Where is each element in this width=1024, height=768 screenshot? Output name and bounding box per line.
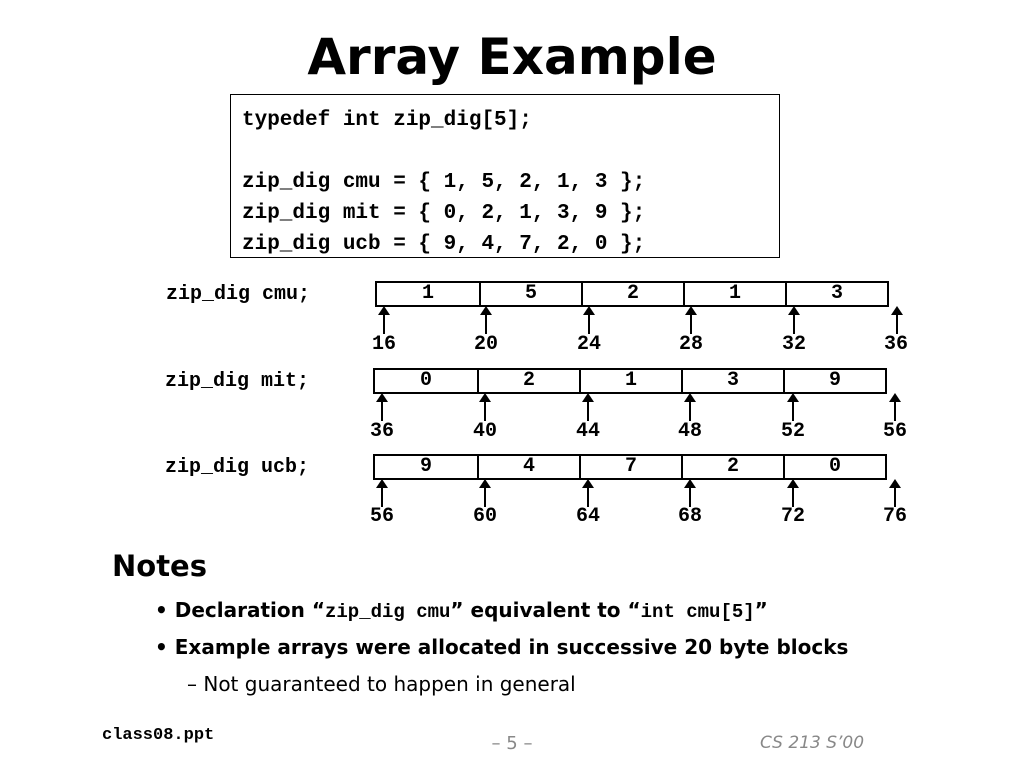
pointer-arrow <box>582 479 594 507</box>
footer-course: CS 213 S’00 <box>760 733 865 753</box>
array-cells: 9 4 7 2 0 <box>373 454 887 480</box>
pointer-arrow <box>583 306 595 334</box>
address-label: 52 <box>780 420 805 443</box>
bullet-allocation: • Example arrays were allocated in succe… <box>155 635 848 659</box>
pointer-arrow <box>787 479 799 507</box>
address-label: 76 <box>882 505 907 528</box>
array-cell: 3 <box>785 283 887 305</box>
slide-title: Array Example <box>307 28 717 86</box>
code-line <box>242 136 779 167</box>
address-label: 60 <box>472 505 497 528</box>
array-cell: 3 <box>681 370 783 392</box>
array-cell: 1 <box>421 282 434 305</box>
pointer-arrow <box>891 306 903 334</box>
array-cell: 0 <box>419 369 432 392</box>
pointer-arrow <box>376 479 388 507</box>
inline-code: zip_dig cmu <box>325 601 451 623</box>
sub-bullet: – Not guaranteed to happen in general <box>187 672 576 696</box>
array-cell: 9 <box>419 455 432 478</box>
code-line: zip_dig mit = { 0, 2, 1, 3, 9 }; <box>242 202 646 225</box>
array-cell: 7 <box>579 456 681 478</box>
bullet-marker: • <box>155 635 168 659</box>
address-label: 48 <box>677 420 702 443</box>
address-label: 44 <box>575 420 600 443</box>
array-cell: 1 <box>579 370 681 392</box>
code-line: zip_dig cmu = { 1, 5, 2, 1, 3 }; <box>242 171 646 194</box>
bullet-declaration: • Declaration “zip_dig cmu” equivalent t… <box>155 598 768 623</box>
bullet-marker: • <box>155 598 168 622</box>
pointer-arrow <box>889 479 901 507</box>
pointer-arrow <box>684 393 696 421</box>
pointer-arrow <box>378 306 390 334</box>
page-number: – 5 – <box>491 733 533 754</box>
array-cells: 1 5 2 1 3 <box>375 281 889 307</box>
inline-code: int cmu[5] <box>640 601 755 623</box>
address-label: 56 <box>369 505 394 528</box>
footer-filename: class08.ppt <box>102 726 215 745</box>
address-label: 24 <box>576 333 601 356</box>
bullet-text: ” <box>754 598 768 622</box>
address-label: 28 <box>678 333 703 356</box>
pointer-arrow <box>376 393 388 421</box>
code-box: typedef int zip_dig[5]; zip_dig cmu = { … <box>230 94 780 258</box>
bullet-text: Example arrays were allocated in success… <box>174 635 849 659</box>
array-label: zip_dig mit; <box>165 370 310 393</box>
array-cell: 1 <box>683 283 785 305</box>
array-cell: 0 <box>783 456 885 478</box>
pointer-arrow <box>787 393 799 421</box>
code-line: zip_dig ucb = { 9, 4, 7, 2, 0 }; <box>242 233 646 256</box>
bullet-text: ” equivalent to “ <box>450 598 641 622</box>
address-label: 68 <box>677 505 702 528</box>
array-cell: 2 <box>581 283 683 305</box>
array-cell: 9 <box>783 370 885 392</box>
pointer-arrow <box>684 479 696 507</box>
pointer-arrow <box>788 306 800 334</box>
pointer-arrow <box>479 393 491 421</box>
address-label: 36 <box>883 333 908 356</box>
array-cells: 0 2 1 3 9 <box>373 368 887 394</box>
array-cell: 2 <box>477 370 579 392</box>
address-label: 72 <box>780 505 805 528</box>
address-label: 64 <box>575 505 600 528</box>
code-line: typedef int zip_dig[5]; <box>242 109 532 132</box>
array-label: zip_dig cmu; <box>166 283 311 306</box>
address-label: 40 <box>472 420 497 443</box>
pointer-arrow <box>480 306 492 334</box>
pointer-arrow <box>685 306 697 334</box>
address-label: 32 <box>781 333 806 356</box>
pointer-arrow <box>582 393 594 421</box>
notes-heading: Notes <box>112 549 207 583</box>
address-label: 16 <box>371 333 396 356</box>
bullet-text: Declaration “ <box>174 598 325 622</box>
array-label: zip_dig ucb; <box>165 456 310 479</box>
pointer-arrow <box>479 479 491 507</box>
array-cell: 2 <box>681 456 783 478</box>
pointer-arrow <box>889 393 901 421</box>
array-cell: 5 <box>479 283 581 305</box>
array-cell: 4 <box>477 456 579 478</box>
address-label: 56 <box>882 420 907 443</box>
address-label: 20 <box>473 333 498 356</box>
address-label: 36 <box>369 420 394 443</box>
